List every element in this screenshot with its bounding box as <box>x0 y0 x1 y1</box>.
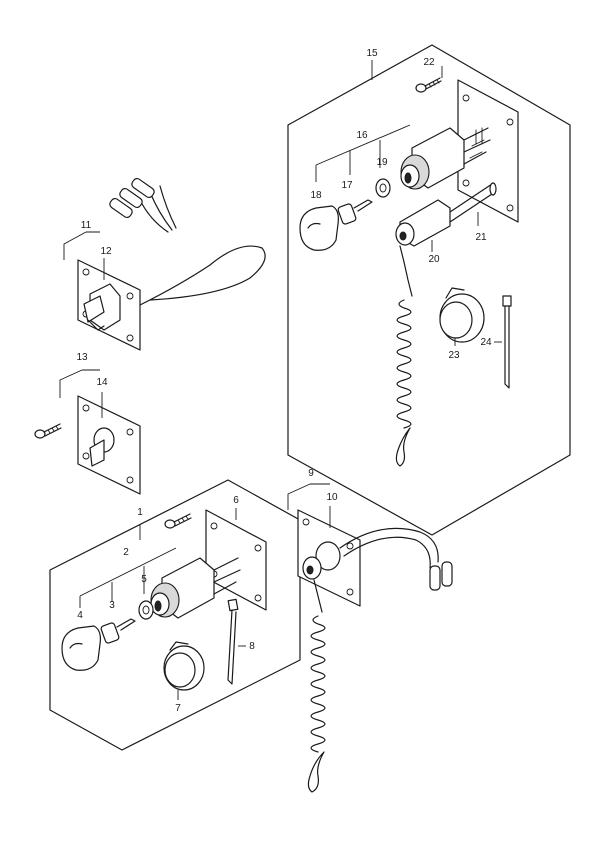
switch-cap-18 <box>299 205 339 251</box>
cap-23 <box>439 287 485 343</box>
callout-14: 14 <box>96 377 108 388</box>
panel-1-outline <box>49 479 301 751</box>
callout-19: 19 <box>376 157 388 168</box>
harness-12 <box>139 245 266 306</box>
toggle-switch-12 <box>83 283 121 331</box>
stop-switch-20 <box>395 182 497 247</box>
screw-14 <box>34 423 62 439</box>
leader-11 <box>63 231 100 260</box>
callout-7: 7 <box>175 703 181 714</box>
connectors-10 <box>429 561 453 591</box>
callout-18: 18 <box>310 190 322 201</box>
key-3 <box>100 618 136 644</box>
callout-22: 22 <box>423 57 435 68</box>
cap-7 <box>163 641 205 691</box>
callout-21: 21 <box>475 232 487 243</box>
key-switch-2 <box>150 557 241 619</box>
knob-14 <box>89 427 115 467</box>
callout-labels: 15 22 16 19 17 18 21 20 23 24 11 12 13 1… <box>76 48 492 714</box>
callout-12: 12 <box>100 246 112 257</box>
callout-9: 9 <box>308 468 314 479</box>
stop-switch-10 <box>302 541 341 580</box>
callout-4: 4 <box>77 610 83 621</box>
callout-2: 2 <box>123 547 129 558</box>
key-17 <box>337 199 373 225</box>
panel-group-9 <box>287 483 453 793</box>
screw-1 <box>164 513 192 529</box>
callout-24: 24 <box>480 337 492 348</box>
lanyard-cord-10 <box>307 579 326 793</box>
cable-tie-24 <box>502 295 512 389</box>
panel-15-outline <box>287 44 571 536</box>
leader-16-group <box>315 124 411 182</box>
callout-13: 13 <box>76 352 88 363</box>
callout-17: 17 <box>341 180 353 191</box>
key-switch-16 <box>400 127 491 190</box>
screw-22 <box>415 77 442 93</box>
callout-11: 11 <box>81 220 92 231</box>
leader-13 <box>59 369 100 398</box>
washer-19 <box>375 178 391 198</box>
lanyard-cord-20 <box>395 245 413 467</box>
leader-2-group <box>79 547 177 608</box>
callout-6: 6 <box>233 495 239 506</box>
callout-16: 16 <box>356 130 368 141</box>
callout-8: 8 <box>249 641 255 652</box>
panel-group-11 <box>63 177 266 351</box>
callout-1: 1 <box>137 507 143 518</box>
callout-15: 15 <box>366 48 378 59</box>
harness-10 <box>339 527 439 569</box>
callout-23: 23 <box>448 350 460 361</box>
connectors-12 <box>109 177 155 219</box>
panel-group-13 <box>34 369 141 495</box>
callout-5: 5 <box>141 574 147 585</box>
panel-group-1 <box>49 479 301 751</box>
callout-3: 3 <box>109 600 115 611</box>
switch-cap-4 <box>61 625 101 671</box>
callout-20: 20 <box>428 254 440 265</box>
cable-tie-8 <box>227 598 239 685</box>
panel-group-15 <box>287 44 571 536</box>
leader-9 <box>287 483 330 510</box>
callout-10: 10 <box>326 492 338 503</box>
washer-5 <box>138 600 154 620</box>
mount-plate-6 <box>205 509 267 611</box>
